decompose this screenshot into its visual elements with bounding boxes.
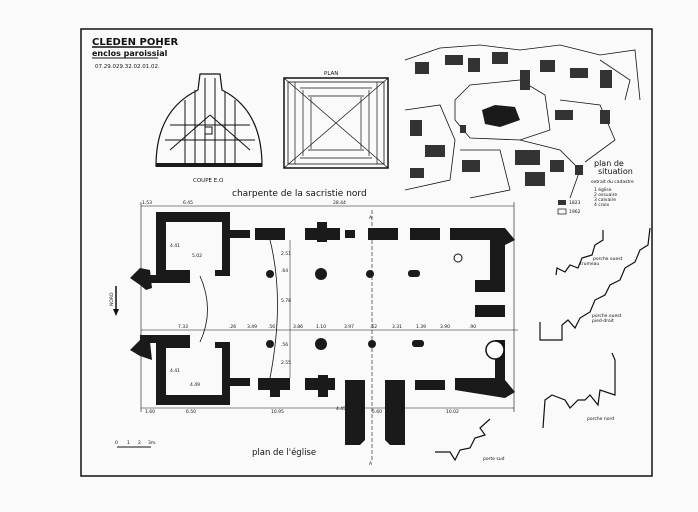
- dimension-label: 3.49: [247, 324, 257, 330]
- detail-label: porche nord: [587, 416, 614, 422]
- dimension-label: 3.31: [392, 324, 402, 330]
- dimension-label: 1.10: [316, 324, 326, 330]
- dimension-label: 5.60: [372, 409, 382, 415]
- dimension-label: 3.90: [440, 324, 450, 330]
- legend-item: 3 calvaire: [594, 197, 616, 203]
- dimension-label: 5.02: [192, 253, 202, 259]
- situation-map: [404, 44, 641, 215]
- dimension-label: .62: [370, 324, 377, 330]
- dimension-label: 2.51: [281, 251, 291, 257]
- dimension-label: 10.02: [446, 409, 459, 415]
- reference-number: 07.29.029.32.02.01.02.: [95, 64, 160, 70]
- dimension-label: 5.78: [281, 298, 291, 304]
- legend-item: 2 ossuaire: [594, 192, 617, 198]
- dimension-label: 4.45: [336, 406, 346, 412]
- dimension-label: .90: [469, 324, 476, 330]
- dimension-label: .56: [281, 342, 288, 348]
- detail-label: trumeau: [580, 261, 599, 267]
- dimension-label: 7.33: [178, 324, 188, 330]
- dimension-label: 1.39: [416, 324, 426, 330]
- dimension-label: 3.97: [344, 324, 354, 330]
- detail-label: porche ouest: [592, 313, 622, 319]
- svg-text:3m.: 3m.: [148, 440, 157, 446]
- north-label: NORD: [109, 292, 115, 306]
- plan-label: PLAN: [324, 71, 338, 77]
- situation-subtitle: extrait du cadastre: [591, 179, 634, 185]
- dimension-label: 4.49: [190, 382, 200, 388]
- dimension-label: 6.45: [183, 200, 193, 206]
- dimension-label: .56: [268, 324, 275, 330]
- plan-caption: plan de l'église: [252, 447, 316, 458]
- dimension-label: .26: [229, 324, 236, 330]
- scale-bar: 0 1 2 3m.: [115, 440, 157, 448]
- dimension-label: 4.41: [170, 368, 180, 374]
- dimension-label: 3.86: [293, 324, 303, 330]
- detail-label: pied-droit: [592, 318, 614, 324]
- molding-profiles: [435, 227, 651, 462]
- section-marker: A: [369, 215, 373, 221]
- title: CLEDEN POHER: [92, 37, 179, 48]
- dimension-label: 10.95: [271, 409, 284, 415]
- dimension-label: 6.50: [186, 409, 196, 415]
- svg-text:1: 1: [127, 440, 130, 446]
- legend-item: 1 église: [594, 186, 612, 193]
- subtitle: enclos paroissial: [92, 49, 168, 58]
- section-label: COUPE E.O: [193, 178, 224, 184]
- detail-label: porche ouest: [593, 256, 623, 262]
- dimension-label: 2.55: [281, 360, 291, 366]
- situation-title-2: situation: [598, 167, 633, 176]
- detail-label: porte sud: [483, 456, 505, 462]
- roof-section-drawing: COUPE E.O: [155, 73, 263, 184]
- situation-title-1: plan de: [594, 159, 624, 168]
- dimension-label: 1.53: [142, 200, 152, 206]
- legend-item: 4 croix: [594, 202, 610, 208]
- svg-text:0: 0: [115, 440, 118, 446]
- dimension-label: 4.41: [170, 243, 180, 249]
- dimension-label: 28.44: [333, 200, 346, 206]
- dimension-label: 1.60: [145, 409, 155, 415]
- svg-text:2: 2: [138, 440, 141, 446]
- sheet-frame: [80, 28, 653, 477]
- roof-plan-drawing: PLAN: [283, 71, 389, 169]
- dimension-label: .64: [281, 268, 288, 274]
- north-arrow-icon: NORD: [109, 286, 119, 316]
- legend-year: 1823: [569, 200, 581, 206]
- roof-caption: charpente de la sacristie nord: [232, 189, 367, 199]
- legend-year: 1962: [569, 209, 581, 215]
- section-marker: A: [369, 461, 373, 467]
- church-floor-plan: [130, 202, 518, 462]
